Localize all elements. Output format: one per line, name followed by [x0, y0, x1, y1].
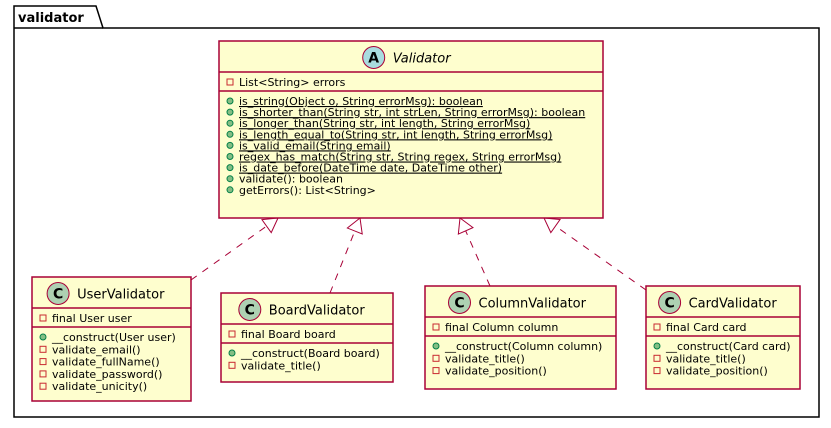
private-visibility-icon [39, 345, 47, 353]
class-field: List<String> errors [239, 76, 346, 89]
private-visibility-icon [653, 367, 661, 375]
public-visibility-icon [653, 342, 661, 350]
private-visibility-icon [39, 382, 47, 390]
class-method: getErrors(): List<String> [239, 184, 376, 197]
realization-line-card [555, 225, 647, 291]
realization-arrowhead-card [543, 217, 561, 234]
class-field: final Card card [666, 321, 747, 334]
stereotype-letter: C [664, 296, 674, 312]
class-method: validate_unicity() [52, 380, 147, 393]
public-visibility-icon [432, 342, 440, 350]
private-visibility-icon [39, 314, 47, 322]
realization-line-column [465, 230, 491, 287]
class-method: is_longer_than(String str, int length, S… [239, 117, 530, 130]
class-method: validate(): boolean [239, 173, 343, 186]
private-visibility-icon [653, 323, 661, 331]
class-board[interactable]: C BoardValidator final Board board __constr… [220, 292, 394, 383]
stereotype-letter: C [245, 303, 255, 319]
class-stereotype-icon [658, 291, 682, 314]
class-method: __construct(User user) [51, 331, 176, 344]
class-name: UserValidator [77, 288, 165, 303]
class-method: validate_position() [666, 365, 768, 378]
class-field: final Column column [445, 321, 558, 334]
relations [190, 217, 647, 294]
public-visibility-icon [226, 153, 234, 160]
class-method: validate_position() [445, 365, 547, 378]
stereotype-letter: A [368, 51, 379, 67]
public-visibility-icon [226, 186, 234, 194]
class-name: CardValidator [689, 297, 778, 312]
public-visibility-icon [39, 333, 47, 341]
public-visibility-icon [226, 175, 234, 183]
class-column[interactable]: C ColumnValidator final Column column __con… [424, 285, 617, 390]
class-method: validate_title() [445, 352, 525, 365]
public-visibility-icon [228, 349, 236, 357]
class-method: is_valid_email(String email) [239, 139, 391, 152]
private-visibility-icon [228, 330, 236, 338]
class-user[interactable]: C UserValidator final User user __construct… [31, 276, 192, 402]
realization-arrowhead-board [346, 217, 363, 235]
public-visibility-icon [226, 130, 234, 138]
class-method: is_string(Object o, String errorMsg): bo… [239, 95, 483, 108]
class-method: validate_title() [241, 359, 321, 372]
private-visibility-icon [653, 354, 661, 362]
public-visibility-icon [226, 164, 234, 172]
class-name: ColumnValidator [479, 297, 587, 312]
stereotype-letter: C [53, 287, 63, 303]
realization-arrowhead-user [261, 217, 279, 234]
realization-line-user [190, 225, 267, 281]
realization-arrowhead-column [457, 217, 474, 235]
class-method: validate_password() [52, 368, 162, 381]
realization-line-board [329, 230, 356, 294]
class-method: is_shorter_than(String str, int strLen, … [239, 106, 585, 119]
abstract-stereotype-icon [362, 46, 386, 69]
class-method: __construct(Card card) [665, 340, 791, 353]
class-method: validate_email() [52, 343, 141, 356]
class-field: final Board board [241, 328, 336, 341]
class-method: validate_title() [666, 352, 746, 365]
private-visibility-icon [39, 370, 47, 378]
private-visibility-icon [228, 361, 236, 369]
class-card[interactable]: C CardValidator final Card card __construct… [645, 285, 801, 390]
class-method: __construct(Column column) [444, 340, 602, 353]
class-name: BoardValidator [269, 304, 366, 319]
private-visibility-icon [39, 358, 47, 366]
private-visibility-icon [432, 323, 440, 331]
class-name: Validator [393, 52, 453, 67]
private-visibility-icon [432, 354, 440, 362]
class-method: __construct(Board board) [240, 347, 380, 360]
private-visibility-icon [432, 367, 440, 375]
class-method: is_length_equal_to(String str, int lengt… [239, 128, 552, 141]
stereotype-letter: C [454, 296, 464, 312]
package-title: validator [18, 11, 84, 26]
public-visibility-icon [226, 119, 234, 127]
class-stereotype-icon [238, 298, 262, 321]
public-visibility-icon [226, 97, 234, 105]
class-method: regex_has_match(String str, String regex… [239, 151, 561, 164]
public-visibility-icon [226, 141, 234, 149]
public-visibility-icon [226, 108, 234, 116]
private-visibility-icon [226, 78, 234, 86]
class-stereotype-icon [46, 282, 70, 305]
class-stereotype-icon [448, 291, 471, 314]
class-method: validate_fullName() [52, 356, 160, 369]
class-field: final User user [52, 312, 132, 325]
class-method: is_date_before(DateTime date, DateTime o… [239, 162, 502, 175]
